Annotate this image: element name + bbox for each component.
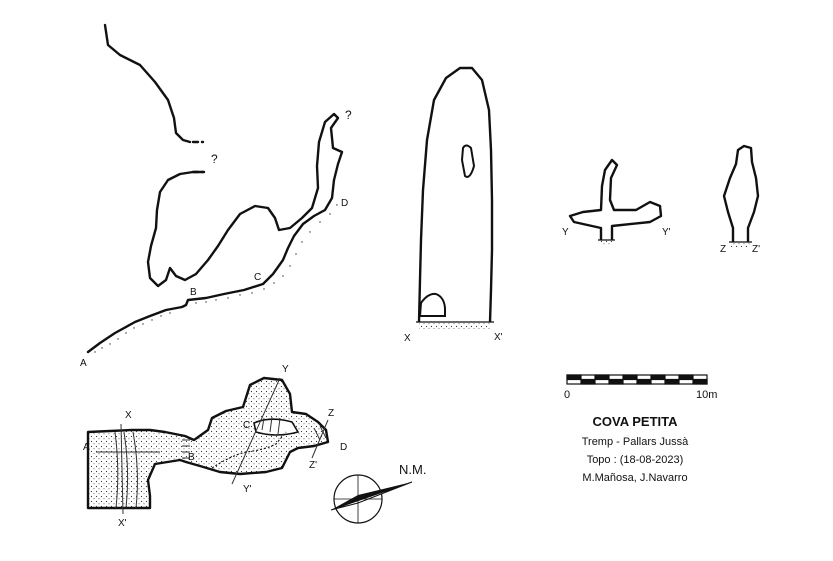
north-arrow-icon — [330, 474, 413, 524]
plan-drip-line-3 — [132, 431, 138, 509]
profile-label-c: C — [254, 272, 262, 283]
north-label: N.M. — [399, 462, 427, 477]
cave-plan — [86, 376, 330, 515]
plan-label-x-prime: X' — [118, 518, 127, 529]
plan-label-y: Y — [282, 364, 289, 375]
section-x — [417, 66, 494, 323]
section-z-outline — [722, 144, 760, 242]
plan-passage-tube — [253, 418, 300, 436]
profile-label-a: A — [80, 358, 87, 369]
survey-date: Topo : (18-08-2023) — [586, 454, 684, 466]
plan-drip-line-2 — [123, 431, 129, 509]
plan-drip-line-1 — [114, 431, 119, 509]
survey-authors: M.Mañosa, J.Navarro — [582, 472, 688, 484]
plan-outline — [86, 376, 330, 510]
plan-label-d: D — [340, 442, 348, 453]
plan-label-y-prime: Y' — [243, 484, 252, 495]
scale-label-end: 10m — [696, 389, 718, 401]
plan-label-a: A — [83, 442, 90, 453]
survey-title: COVA PETITA — [592, 414, 678, 429]
profile-label-b: B — [190, 287, 197, 298]
profile-roof — [86, 112, 344, 354]
profile-label-unknown-1: ? — [345, 108, 352, 122]
profile-label-d: D — [341, 198, 349, 209]
section-label-x: X — [404, 333, 411, 344]
plan-section-line-x — [120, 423, 124, 515]
section-y-floor — [601, 240, 612, 246]
section-y — [568, 158, 663, 240]
section-label-z-prime: Z' — [752, 244, 761, 255]
plan-label-b: B — [188, 452, 195, 463]
plan-section-line-y — [231, 377, 281, 485]
section-label-y: Y — [562, 227, 569, 238]
plan-label-z-prime: Z' — [309, 460, 318, 471]
profile-label-unknown-2: ? — [211, 152, 218, 166]
section-label-x-prime: X' — [494, 332, 503, 343]
section-y-outline — [568, 158, 663, 240]
section-label-z: Z — [720, 244, 727, 255]
profile-upper-wall — [103, 23, 192, 144]
scale-bar — [566, 374, 708, 385]
section-label-y-prime: Y' — [662, 227, 671, 238]
section-x-outline — [417, 66, 494, 323]
plan-section-line-z — [311, 419, 329, 459]
section-z-floor — [731, 242, 750, 247]
survey-location: Tremp - Pallars Jussà — [581, 436, 689, 448]
plan-label-x: X — [125, 410, 132, 421]
profile-floor-dots — [94, 204, 338, 353]
cave-profile — [86, 23, 344, 354]
section-x-hole — [461, 144, 475, 178]
section-x-niche — [419, 292, 446, 317]
section-x-floor — [419, 322, 490, 329]
plan-label-c: C — [243, 420, 251, 431]
scale-label-start: 0 — [564, 389, 571, 401]
plan-label-z: Z — [328, 408, 335, 419]
section-z — [722, 144, 760, 242]
